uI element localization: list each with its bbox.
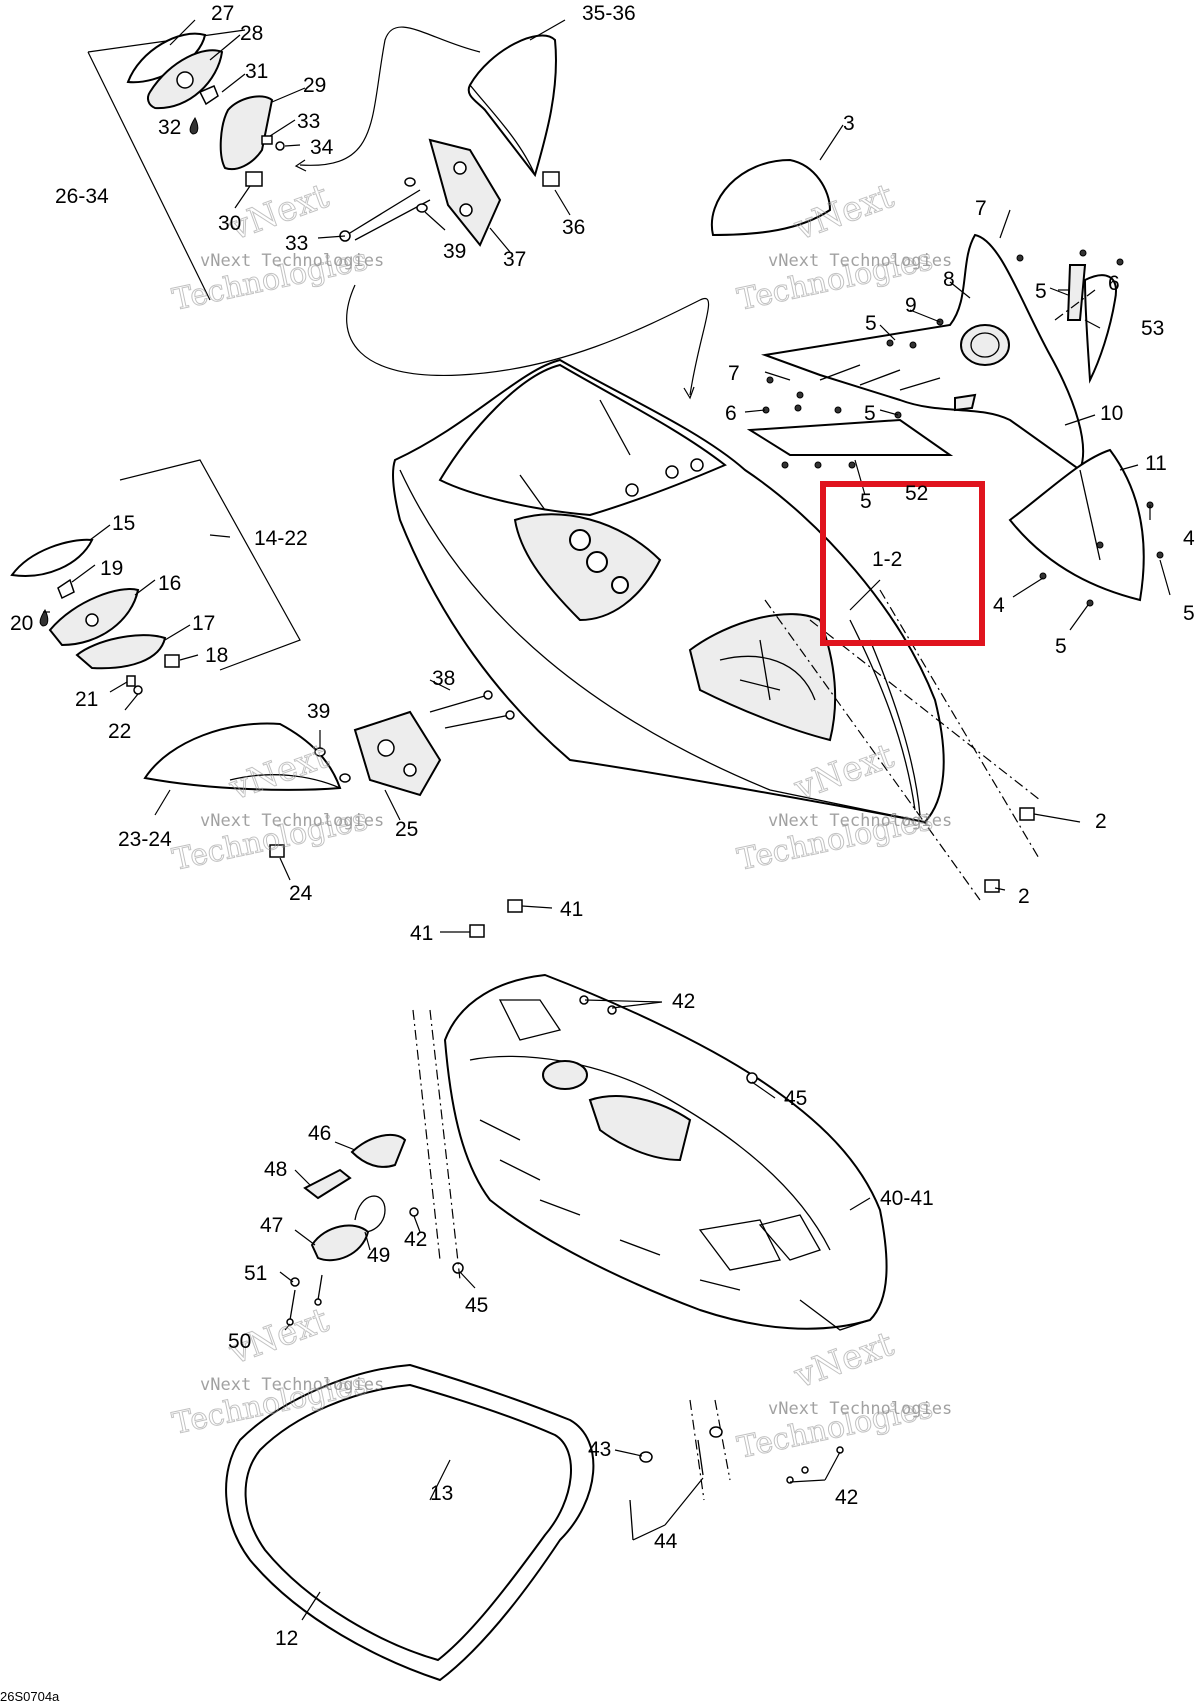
- latch-assembly: [286, 1133, 407, 1326]
- callout-37: 37: [503, 248, 526, 271]
- callout-45b: 45: [465, 1294, 488, 1317]
- callout-11: 11: [1145, 452, 1167, 475]
- callout-38: 38: [432, 667, 455, 690]
- callout-34: 34: [310, 136, 334, 159]
- callout-21: 21: [75, 688, 98, 711]
- callout-47: 47: [260, 1214, 283, 1237]
- callout-12: 12: [275, 1627, 298, 1650]
- callout-20: 20: [10, 612, 33, 635]
- callout-29: 29: [303, 74, 326, 97]
- callout-33: 33: [297, 110, 320, 133]
- callout-22: 22: [108, 720, 131, 743]
- callout-25: 25: [395, 818, 418, 841]
- callout-36: 36: [562, 216, 585, 239]
- watermark-group-6: vNext Technologies Technologies vNext: [734, 1323, 952, 1466]
- callout-23-24: 23-24: [118, 828, 172, 851]
- mirror-assembly-left: [126, 32, 560, 247]
- callout-19: 19: [100, 557, 123, 580]
- callout-5c: 5: [864, 402, 876, 425]
- callout-14-22: 14-22: [254, 527, 308, 550]
- callout-3: 3: [843, 112, 855, 135]
- callout-15: 15: [112, 512, 135, 535]
- assembly-centerlines: [412, 289, 1096, 1501]
- fairing-panels: [710, 158, 1164, 607]
- callout-44: 44: [654, 1530, 678, 1553]
- callout-4b: 4: [993, 594, 1005, 617]
- seal-gasket: [225, 1363, 595, 1682]
- watermark-line2: vNext Technologies: [200, 811, 384, 831]
- highlight-box: [820, 481, 985, 646]
- callout-4: 4: [1183, 527, 1195, 550]
- callout-41: 41: [560, 898, 583, 921]
- callout-27: 27: [211, 2, 234, 25]
- storage-bin: [443, 899, 888, 1331]
- callout-1-2: 1-2: [872, 548, 902, 571]
- watermark-line2: vNext Technologies: [768, 1399, 952, 1419]
- callout-8: 8: [943, 268, 955, 291]
- mirror-assembly-right: [10, 538, 515, 858]
- watermark-line2: vNext Technologies: [768, 811, 952, 831]
- callout-45: 45: [784, 1087, 807, 1110]
- watermark-line1: vNext: [788, 1324, 899, 1397]
- callout-51: 51: [244, 1262, 267, 1285]
- callout-39b: 39: [307, 700, 330, 723]
- callout-31: 31: [245, 60, 268, 83]
- callout-2: 2: [1095, 810, 1107, 833]
- callout-10: 10: [1100, 402, 1123, 425]
- watermark-line2: vNext Technologies: [768, 251, 952, 271]
- callout-16: 16: [158, 572, 181, 595]
- callout-53: 53: [1141, 317, 1164, 340]
- watermark-group-1: vNext Technologies Technologies vNext: [169, 175, 384, 318]
- callout-17: 17: [192, 612, 215, 635]
- callout-13: 13: [430, 1482, 453, 1505]
- callout-46: 46: [308, 1122, 331, 1145]
- assembly-brackets: [87, 26, 710, 671]
- callout-6b: 6: [725, 402, 737, 425]
- callout-43: 43: [588, 1438, 611, 1461]
- callout-48: 48: [264, 1158, 287, 1181]
- callout-7b: 7: [728, 362, 740, 385]
- leader-lines: [43, 19, 1171, 1621]
- callout-labels: 27 28 31 29 32 33 34 26-34 30 33 39 37 3…: [10, 2, 1195, 1650]
- callout-30: 30: [218, 212, 241, 235]
- callout-42c: 42: [835, 1486, 858, 1509]
- hood: [391, 358, 1035, 893]
- watermark-line2: vNext Technologies: [200, 1375, 384, 1395]
- callout-32: 32: [158, 116, 181, 139]
- callout-5d: 5: [860, 490, 872, 513]
- callout-5: 5: [865, 312, 877, 335]
- callout-40-41: 40-41: [880, 1187, 934, 1210]
- callout-9: 9: [905, 294, 917, 317]
- watermark-line2: vNext Technologies: [200, 251, 384, 271]
- callout-2b: 2: [1018, 885, 1030, 908]
- callout-5e: 5: [1183, 602, 1195, 625]
- callout-18: 18: [205, 644, 228, 667]
- callout-26-34: 26-34: [55, 185, 109, 208]
- callout-24: 24: [289, 882, 313, 905]
- callout-5b: 5: [1035, 280, 1047, 303]
- callout-5f: 5: [1055, 635, 1067, 658]
- callout-52: 52: [905, 482, 928, 505]
- callout-39: 39: [443, 240, 466, 263]
- callout-50: 50: [228, 1330, 251, 1353]
- callout-28: 28: [240, 22, 263, 45]
- callout-6: 6: [1108, 272, 1120, 295]
- callout-49: 49: [367, 1244, 390, 1267]
- callout-41b: 41: [410, 922, 433, 945]
- callout-35-36: 35-36: [582, 2, 636, 25]
- callout-7: 7: [975, 197, 987, 220]
- callout-42: 42: [672, 990, 695, 1013]
- figure-code: 26S0704a: [0, 1689, 60, 1704]
- callout-42b: 42: [404, 1228, 427, 1251]
- callout-33b: 33: [285, 232, 308, 255]
